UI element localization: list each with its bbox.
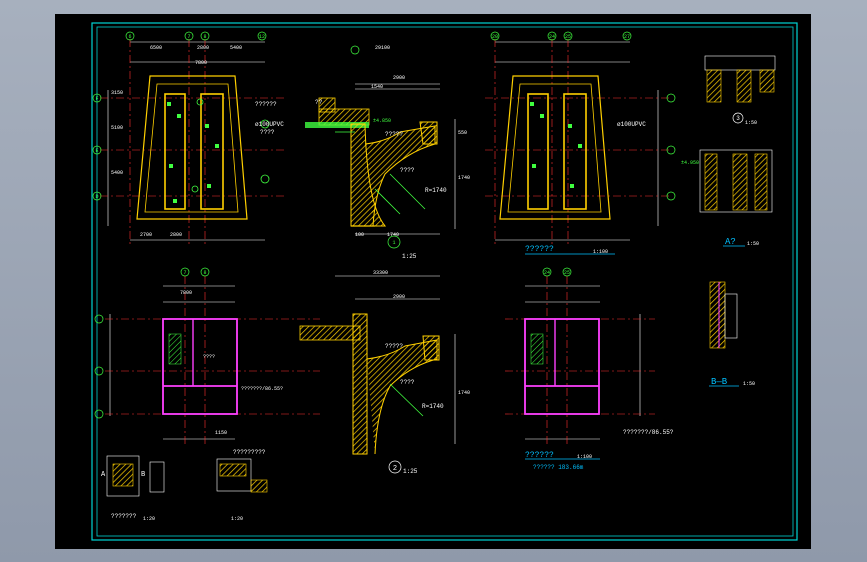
axis-8: 8 (203, 34, 206, 40)
det3-num: 3 (736, 115, 740, 122)
axis-E: E (95, 148, 98, 154)
note-left: ???????/86.55? (241, 386, 283, 392)
dim-2800b: 2800 (170, 232, 182, 238)
detB-title: B—B (711, 377, 728, 387)
plan2-area: ?????? 183.66m (533, 464, 584, 471)
plan2-title: ?????? (525, 451, 554, 460)
drawing-sheet: 6500 2800 5400 29100 3150 5100 5400 7800… (55, 14, 811, 549)
dim-5400b: 5400 (111, 170, 123, 176)
detail-B: B—B 1:50 (709, 281, 755, 387)
r1740-label-2: R=1740 (422, 403, 444, 410)
section-1: 2900 1540 1740 100 1740 550 ????? ???? R… (305, 45, 470, 260)
border-inner (96, 26, 794, 537)
elev-2: ±4.950 (681, 160, 699, 166)
dim-1540: 1540 (371, 84, 383, 90)
axis-25: 25 (565, 34, 571, 40)
dim-7800: 7800 (195, 60, 207, 66)
dim-1740b: 1740 (387, 232, 399, 238)
small-detail-2: ????????? 1:20 (216, 449, 268, 522)
sect-A-label: A (101, 471, 106, 479)
pipe-label-left: ø100UPVC (255, 121, 284, 128)
dim-2800: 2800 (197, 45, 209, 51)
small2-title: ????????? (233, 449, 266, 456)
axis-D: D (95, 194, 98, 200)
axis-27: 27 (624, 34, 630, 40)
q5-label: ????? (385, 131, 403, 138)
dim-7800b: 7800 (180, 290, 192, 296)
elev-1: ±4.850 (373, 118, 391, 124)
axis-F: F (95, 96, 98, 102)
small1-scale: 1:20 (143, 516, 155, 522)
drawing-canvas: 6500 2800 5400 29100 3150 5100 5400 7800… (91, 22, 798, 541)
dim-overall: 29100 (375, 45, 390, 51)
axis-25b: 25 (564, 270, 570, 276)
plan-bottom-left: 7800 ???? 1150 ???????/86.55? 7 8 (94, 267, 320, 444)
detA-scale: 1:50 (747, 241, 759, 247)
small2-scale: 1:20 (231, 516, 243, 522)
dim-550: 550 (458, 130, 467, 136)
q4-label-2: ???? (400, 379, 415, 386)
sec1-num: 1 (392, 240, 395, 246)
dim-5100: 5100 (111, 125, 123, 131)
dim-5400: 5400 (230, 45, 242, 51)
q2-label: ?? (315, 99, 323, 106)
detail-A: ±4.950 A? 1:50 (681, 149, 773, 247)
dim-overall2: 33300 (373, 270, 388, 276)
q6-label: ?????? (255, 101, 277, 108)
sec1-scale: 1:25 (402, 253, 417, 260)
q4-label: ???? (400, 167, 415, 174)
axis-24b: 24 (544, 270, 550, 276)
pipe-label-right: ø100UPVC (617, 121, 646, 128)
plan-top-right: 20 24 25 27 ø100UPVC ?????? 1:100 (485, 31, 676, 255)
axis-7: 7 (187, 34, 190, 40)
dim-2700: 2700 (140, 232, 152, 238)
det3-scale: 1:50 (745, 120, 757, 126)
section-2: 33300 2900 1740 ????? ???? R=1740 2 1:25 (299, 270, 470, 475)
plan1-scale: 1:100 (593, 249, 608, 255)
axis-8b: 8 (203, 270, 206, 276)
plan1-title: ?????? (525, 245, 554, 254)
dim-1740: 1740 (458, 175, 470, 181)
q4-plan: ???? (203, 354, 215, 360)
axis-7b: 7 (183, 270, 186, 276)
note-right: ???????/86.55? (623, 429, 674, 436)
small-detail-1: A B ??????? 1:20 (101, 455, 165, 522)
sec2-scale: 1:25 (403, 468, 418, 475)
axis-24: 24 (549, 34, 555, 40)
detail-3: 3 1:50 (704, 55, 776, 126)
dim-3150: 3150 (111, 90, 123, 96)
detB-scale: 1:50 (743, 381, 755, 387)
r1740-label: R=1740 (425, 187, 447, 194)
pipe-note-left: ???? (260, 129, 275, 136)
plan-bottom-right: 24 25 ???????/86.55? ?????? 1:100 ??????… (505, 267, 674, 471)
dim-100: 100 (355, 232, 364, 238)
axis-20: 20 (492, 34, 498, 40)
plan-top-left: 6500 2800 5400 29100 3150 5100 5400 7800… (92, 31, 390, 244)
q5-label-2: ????? (385, 343, 403, 350)
detA-title: A? (725, 237, 736, 247)
axis-6: 6 (128, 34, 131, 40)
sect-B-label: B (141, 471, 145, 479)
small1-title: ??????? (111, 513, 137, 520)
dim-2900b: 2900 (393, 294, 405, 300)
dim-6500: 6500 (150, 45, 162, 51)
plan2-scale: 1:100 (577, 454, 592, 460)
dim-1150: 1150 (215, 430, 227, 436)
axis-12: 12 (259, 34, 265, 40)
sec2-num: 2 (393, 465, 397, 473)
dim-2900: 2900 (393, 75, 405, 81)
dim-1740c: 1740 (458, 390, 470, 396)
border-outer (91, 22, 798, 541)
